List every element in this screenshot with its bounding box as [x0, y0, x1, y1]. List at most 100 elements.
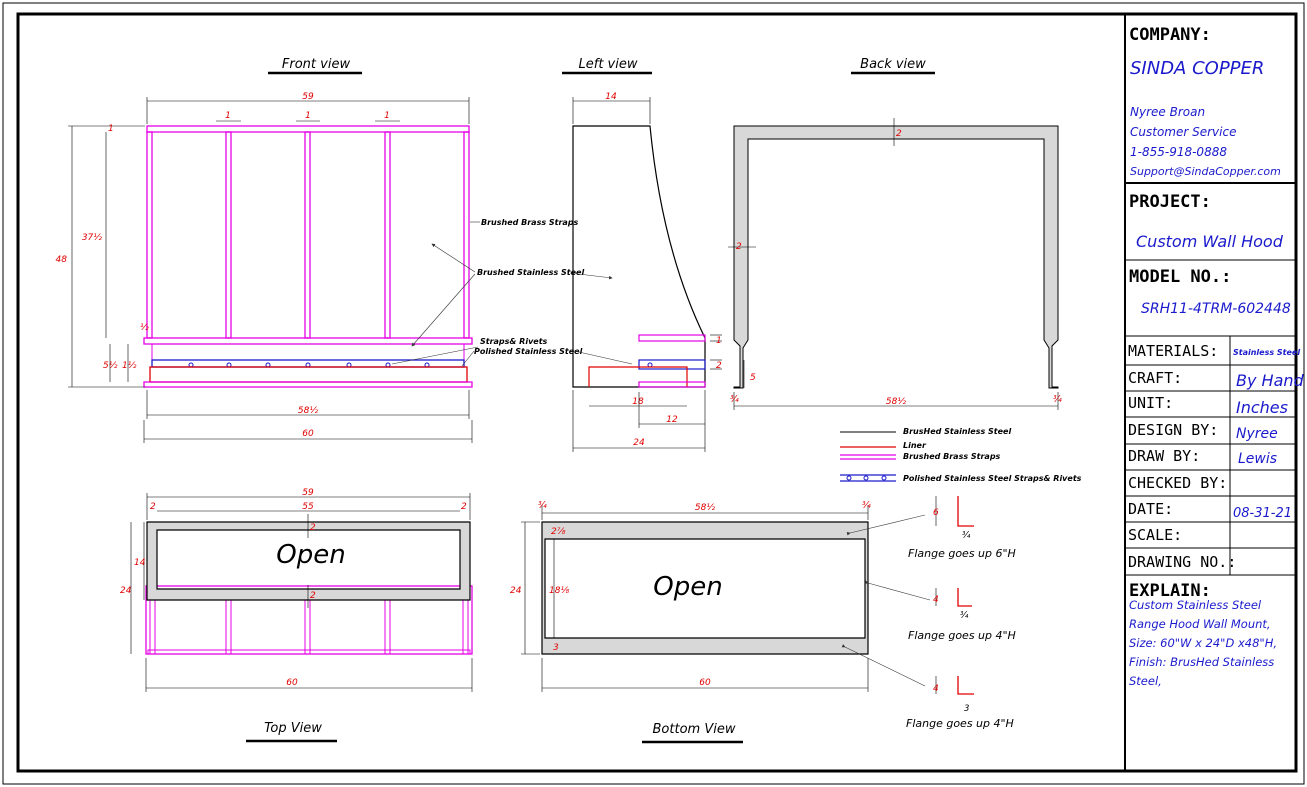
svg-text:2: 2	[896, 129, 902, 139]
svg-text:60: 60	[699, 678, 711, 688]
materials-value: Stainless Steel	[1233, 348, 1300, 357]
unit-value: Inches	[1236, 398, 1288, 417]
svg-text:1½: 1½	[122, 361, 137, 371]
date-value: 08-31-21	[1233, 506, 1292, 521]
flange-caption-1: Flange goes up 6"H	[908, 547, 1016, 560]
draw-label: DRAW BY:	[1128, 447, 1200, 465]
svg-text:2: 2	[716, 361, 722, 371]
svg-text:58½: 58½	[695, 503, 715, 513]
project-name: Custom Wall Hood	[1136, 232, 1284, 251]
line-legend: BrusHed Stainless Steel Liner Brushed Br…	[840, 427, 1082, 483]
svg-text:2⅞: 2⅞	[551, 527, 566, 537]
callout-brass-straps: Brushed Brass Straps	[481, 218, 579, 227]
model-label: MODEL NO.:	[1129, 267, 1231, 287]
svg-text:5½: 5½	[103, 361, 118, 371]
svg-text:4: 4	[933, 595, 939, 605]
bottom-view: Open 58½ ¾ ¾ 2⅞ 18⅛ 3 24 60 Bottom View	[510, 501, 931, 744]
svg-text:2: 2	[310, 591, 316, 601]
svg-text:2: 2	[310, 523, 316, 533]
flange-caption-2: Flange goes up 4"H	[908, 629, 1016, 642]
design-label: DESIGN BY:	[1128, 421, 1218, 439]
unit-label: UNIT:	[1128, 394, 1173, 412]
legend-brass: Brushed Brass Straps	[903, 452, 1001, 461]
craft-value: By Hand	[1236, 371, 1305, 390]
company-name: SINDA COPPER	[1130, 58, 1264, 79]
svg-text:1: 1	[108, 124, 114, 134]
svg-text:58½: 58½	[298, 406, 318, 416]
title-block: COMPANY: SINDA COPPER Nyree Broan Custom…	[1124, 14, 1305, 771]
bottom-view-title: Bottom View	[653, 722, 736, 737]
svg-text:1: 1	[716, 336, 722, 346]
legend-polished: Polished Stainless Steel Straps& Rivets	[903, 474, 1082, 483]
front-view: Front view 59 1 1 1	[56, 57, 633, 443]
svg-text:58½: 58½	[886, 397, 906, 407]
back-view-title: Back view	[860, 57, 926, 72]
svg-text:59: 59	[302, 488, 314, 498]
svg-text:¾: ¾	[862, 501, 871, 511]
contact-phone: 1-855-918-0888	[1130, 145, 1227, 159]
bottom-open-label: Open	[653, 572, 722, 602]
checked-label: CHECKED BY:	[1128, 474, 1227, 492]
svg-text:18: 18	[632, 397, 644, 407]
svg-text:¾: ¾	[962, 531, 971, 541]
contact-name: Nyree Broan	[1130, 105, 1205, 119]
explain-line-4: Finish: BrusHed Stainless	[1129, 655, 1274, 669]
drawing-no-label: DRAWING NO.:	[1128, 553, 1236, 571]
svg-text:24: 24	[510, 586, 522, 596]
svg-text:¾: ¾	[1053, 395, 1062, 405]
svg-text:6: 6	[933, 508, 939, 518]
flange-details: 6 ¾ Flange goes up 6"H 4 ¾ Flange goes u…	[906, 496, 1016, 730]
top-open-label: Open	[276, 540, 345, 570]
svg-text:5: 5	[750, 373, 756, 383]
explain-line-5: Steel,	[1129, 674, 1162, 688]
svg-text:2: 2	[461, 502, 467, 512]
svg-text:2: 2	[150, 502, 156, 512]
svg-text:3: 3	[553, 643, 559, 653]
svg-text:¾: ¾	[960, 611, 969, 621]
model-number: SRH11-4TRM-602448	[1141, 301, 1291, 317]
svg-text:1: 1	[384, 111, 390, 121]
date-label: DATE:	[1128, 500, 1173, 518]
svg-text:18⅛: 18⅛	[549, 586, 569, 596]
svg-text:37½: 37½	[82, 233, 102, 243]
project-label: PROJECT:	[1129, 192, 1211, 212]
left-view: Left view 14 18 12 24 1 2	[562, 57, 722, 452]
explain-line-3: Size: 60"W x 24"D x48"H,	[1129, 636, 1277, 650]
explain-label: EXPLAIN:	[1129, 581, 1211, 601]
svg-text:½: ½	[140, 323, 149, 333]
contact-role: Customer Service	[1130, 125, 1236, 139]
callout-stainless: Brushed Stainless Steel	[477, 268, 584, 277]
svg-text:60: 60	[302, 429, 314, 439]
svg-text:48: 48	[56, 255, 68, 265]
craft-label: CRAFT:	[1128, 369, 1182, 387]
flange-caption-3: Flange goes up 4"H	[906, 717, 1014, 730]
legend-stainless: BrusHed Stainless Steel	[903, 427, 1011, 436]
back-view: Back view 2 2 5 58½ ¾ ¾	[728, 57, 1062, 410]
explain-line-1: Custom Stainless Steel	[1129, 598, 1262, 612]
design-value: Nyree	[1236, 426, 1278, 442]
svg-text:4: 4	[933, 684, 939, 694]
scale-label: SCALE:	[1128, 526, 1182, 544]
materials-label: MATERIALS:	[1128, 342, 1218, 360]
top-view: Open 59 55 2 2 2 2 14 24 60 Top View	[120, 488, 473, 743]
front-view-title: Front view	[282, 57, 351, 72]
company-label: COMPANY:	[1129, 25, 1211, 45]
svg-text:59: 59	[302, 92, 314, 102]
contact-email: Support@SindaCopper.com	[1130, 165, 1281, 178]
svg-text:55: 55	[302, 502, 314, 512]
callout-straps-rivets: Straps& Rivets	[480, 337, 548, 346]
left-view-title: Left view	[579, 57, 638, 72]
svg-text:1: 1	[305, 111, 311, 121]
top-view-title: Top View	[264, 721, 322, 736]
svg-text:¾: ¾	[730, 395, 739, 405]
explain-line-2: Range Hood Wall Mount,	[1129, 617, 1271, 631]
svg-text:14: 14	[605, 92, 617, 102]
drawing-frame	[16, 12, 1298, 773]
svg-text:12: 12	[666, 415, 678, 425]
legend-liner: Liner	[903, 441, 927, 450]
callout-polished: Polished Stainless Steel	[474, 347, 583, 356]
svg-text:1: 1	[225, 111, 231, 121]
svg-text:60: 60	[286, 678, 298, 688]
draw-value: Lewis	[1238, 451, 1277, 467]
